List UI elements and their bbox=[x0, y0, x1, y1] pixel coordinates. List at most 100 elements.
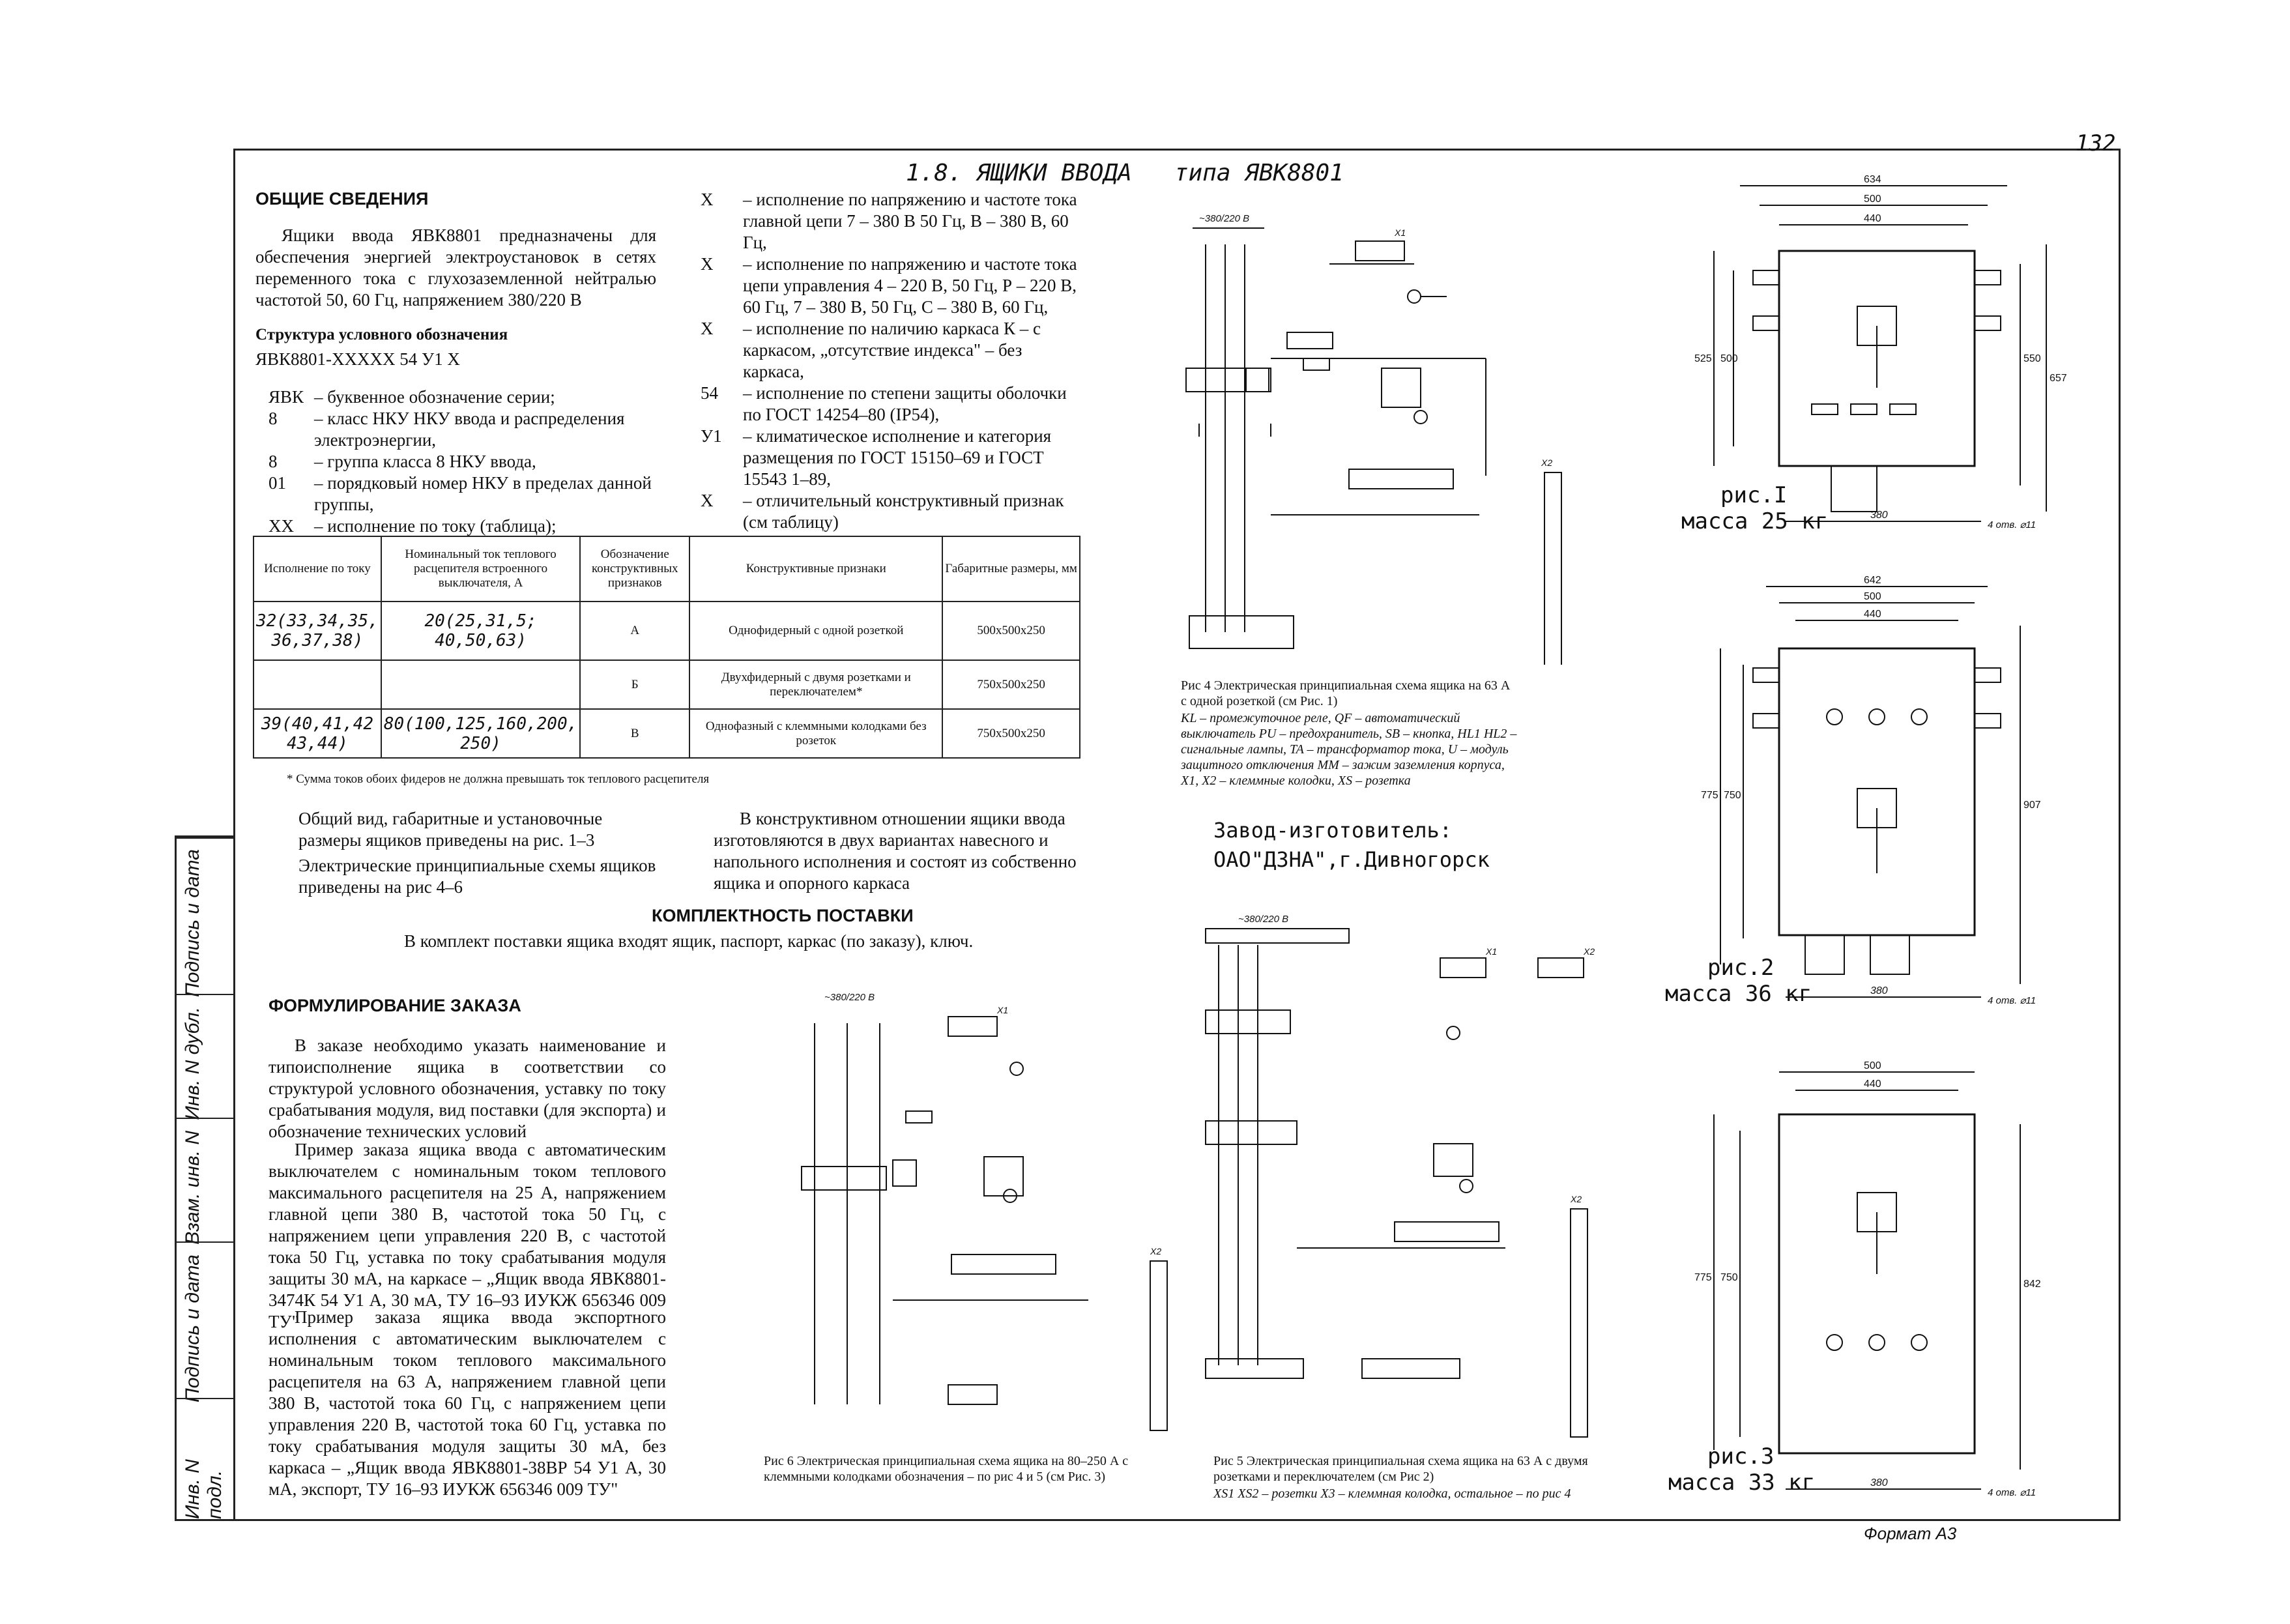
th-features: Конструктивные признаки bbox=[689, 536, 944, 602]
legend-val: – исполнение по току (таблица); bbox=[314, 516, 557, 536]
schemes-ref-text: Электрические принципиальные схемы ящико… bbox=[298, 856, 656, 897]
fig4-legend: KL – промежуточное реле, QF – автоматиче… bbox=[1181, 711, 1517, 788]
table-cell: 80(100,125,160,200, 250) bbox=[380, 708, 581, 759]
legend-key: У1 bbox=[701, 426, 722, 446]
dim-550: 550 bbox=[2023, 353, 2041, 364]
order-p2: Пример заказа ящика ввода с автоматическ… bbox=[268, 1140, 666, 1331]
dim-500: 500 bbox=[1864, 194, 1881, 205]
table-cell: 500x500x250 bbox=[942, 601, 1080, 661]
scheme-fig6: ~380/220 В X1 X2 bbox=[801, 992, 1168, 1431]
delivery-heading: КОМПЛЕКТНОСТЬ ПОСТАВКИ bbox=[652, 906, 914, 925]
dim-842: 842 bbox=[2023, 1279, 2041, 1290]
scheme-fig5: ~380/220 В X1 X2 X2 bbox=[1205, 914, 1595, 1438]
order-heading: ФОРМУЛИРОВАНИЕ ЗАКАЗА bbox=[268, 996, 521, 1015]
legend-val: – исполнение по степени защиты оболочки … bbox=[743, 383, 1067, 424]
dim-500: 500 bbox=[1864, 591, 1881, 602]
legend-key: X bbox=[701, 254, 714, 274]
legend-key: X bbox=[701, 190, 714, 209]
order-p1: В заказе необходимо указать наименование… bbox=[268, 1036, 666, 1141]
x1-label: X1 bbox=[996, 1005, 1008, 1015]
x3-label: X2 bbox=[1570, 1194, 1582, 1204]
table-cell: В bbox=[579, 708, 691, 759]
scheme-fig4: ~380/220 В X1 X2 bbox=[1185, 213, 1562, 665]
legend-val: – отличительный конструктивный признак (… bbox=[743, 491, 1064, 532]
dim-380: 380 bbox=[1870, 1477, 1888, 1488]
fig5-caption: Рис 5 Электрическая принципиальная схема… bbox=[1213, 1454, 1588, 1484]
supply-label: ~380/220 В bbox=[824, 992, 875, 1003]
format-label: Формат А3 bbox=[1864, 1524, 1957, 1543]
dim-380: 380 bbox=[1870, 985, 1888, 996]
fig4-caption: Рис 4 Электрическая принципиальная схема… bbox=[1181, 678, 1511, 708]
dim-525: 525 bbox=[1694, 353, 1712, 364]
table-cell: Однофидерный с одной розеткой bbox=[689, 601, 944, 661]
th-code: Обозначение конструктивных признаков bbox=[579, 536, 691, 602]
delivery-text: В комплект поставки ящика входят ящик, п… bbox=[404, 931, 974, 951]
dim-440: 440 bbox=[1864, 609, 1881, 620]
legend-key: 8 bbox=[268, 452, 278, 471]
dim-642: 642 bbox=[1864, 575, 1881, 586]
x3-label: X2 bbox=[1150, 1246, 1161, 1256]
table-cell: 750x500x250 bbox=[942, 660, 1080, 710]
general-heading: ОБЩИЕ СВЕДЕНИЯ bbox=[255, 189, 429, 209]
legend-right: X – исполнение по напряжению и частоте то… bbox=[701, 189, 1079, 533]
page-number: 132 bbox=[2076, 130, 2116, 156]
stamp-replace: Взам. инв. N bbox=[182, 1131, 203, 1245]
legend-val: – исполнение по наличию каркаса К – с ка… bbox=[743, 319, 1041, 381]
legend-val: – класс НКУ НКУ ввода и распределения эл… bbox=[314, 409, 625, 450]
th-dims: Габаритные размеры, мм bbox=[942, 536, 1080, 602]
dim-750: 750 bbox=[1724, 790, 1741, 801]
dim-775: 775 bbox=[1694, 1272, 1712, 1283]
table-cell: 750x500x250 bbox=[942, 708, 1080, 759]
fig6-caption: Рис 6 Электрическая принципиальная схема… bbox=[764, 1454, 1129, 1484]
fig2-label: рис.2 bbox=[1707, 955, 1775, 981]
table-cell: 32(33,34,35, 36,37,38) bbox=[253, 601, 382, 661]
stamp-dup: Инв. N дубл. bbox=[182, 1007, 203, 1120]
title-stamp-column: Подпись и дата Инв. N дубл. Взам. инв. N… bbox=[175, 835, 235, 1521]
table-cell: Двухфидерный с двумя розетками и переклю… bbox=[689, 660, 944, 710]
legend-val: – исполнение по напряжению и частоте ток… bbox=[743, 254, 1077, 317]
table-cell: 39(40,41,42 43,44) bbox=[253, 708, 382, 759]
fig3-mass: масса 33 кг bbox=[1668, 1470, 1816, 1496]
fig2-mass: масса 36 кг bbox=[1665, 981, 1812, 1007]
enclosure-fig3: 500 440 775 750 842 380 4 отв. ⌀11 bbox=[1694, 1060, 2041, 1498]
supply-label: ~380/220 В bbox=[1199, 213, 1249, 224]
fig1-mass: масса 25 кг bbox=[1681, 508, 1829, 534]
table-cell: Б bbox=[579, 660, 691, 710]
dim-634: 634 bbox=[1864, 174, 1881, 185]
legend-val: – климатическое исполнение и категория р… bbox=[743, 426, 1052, 489]
general-para: Ящики ввода ЯВК8801 предназначены для об… bbox=[255, 225, 656, 310]
table-cell bbox=[380, 660, 581, 710]
holes: 4 отв. ⌀11 bbox=[1988, 995, 2036, 1006]
dim-500v: 500 bbox=[1720, 353, 1738, 364]
dim-750: 750 bbox=[1720, 1272, 1738, 1283]
order-p3: Пример заказа ящика ввода экспортного ис… bbox=[268, 1307, 666, 1499]
legend-val: – группа класса 8 НКУ ввода, bbox=[314, 452, 536, 471]
legend-key: X bbox=[701, 491, 714, 510]
manufacturer-line2: ОАО"ДЗНА",г.Дивногорск bbox=[1213, 847, 1490, 872]
table-footnote: * Сумма токов обоих фидеров не должна пр… bbox=[287, 772, 710, 786]
stamp-sign: Подпись и дата bbox=[182, 1254, 203, 1402]
legend-key: 01 bbox=[268, 473, 286, 493]
spec-table: Исполнение по току Номинальный ток тепло… bbox=[253, 536, 1080, 759]
table-cell bbox=[253, 660, 382, 710]
enclosure-fig1: 634 500 440 525 500 550 657 380 4 отв. ⌀… bbox=[1694, 174, 2067, 530]
supply-label: ~380/220 В bbox=[1238, 914, 1288, 925]
structure-heading: Структура условного обозначения bbox=[255, 326, 508, 343]
dim-657: 657 bbox=[2050, 373, 2067, 384]
holes: 4 отв. ⌀11 bbox=[1988, 1487, 2036, 1498]
dim-380: 380 bbox=[1870, 510, 1888, 521]
dim-907: 907 bbox=[2023, 800, 2041, 811]
x1-label: X1 bbox=[1485, 946, 1497, 957]
legend-left: ЯВК– буквенное обозначение серии; 8– кла… bbox=[268, 386, 659, 537]
th-nominal: Номинальный ток теплового расцепителя вс… bbox=[380, 536, 581, 602]
construction-text: В конструктивном отношении ящики ввода и… bbox=[714, 809, 1077, 893]
holes: 4 отв. ⌀11 bbox=[1988, 519, 2036, 530]
legend-key: XX bbox=[268, 516, 294, 536]
x1-label: X1 bbox=[1394, 227, 1406, 238]
legend-key: 8 bbox=[268, 409, 278, 428]
general-view-text: Общий вид, габаритные и установочные раз… bbox=[298, 809, 603, 850]
fig1-label: рис.I bbox=[1720, 482, 1788, 508]
legend-val: – буквенное обозначение серии; bbox=[314, 387, 555, 407]
drawing-frame bbox=[233, 149, 2121, 1521]
enclosure-fig2: 642 500 440 775 750 907 380 4 отв. ⌀11 bbox=[1701, 575, 2041, 1006]
